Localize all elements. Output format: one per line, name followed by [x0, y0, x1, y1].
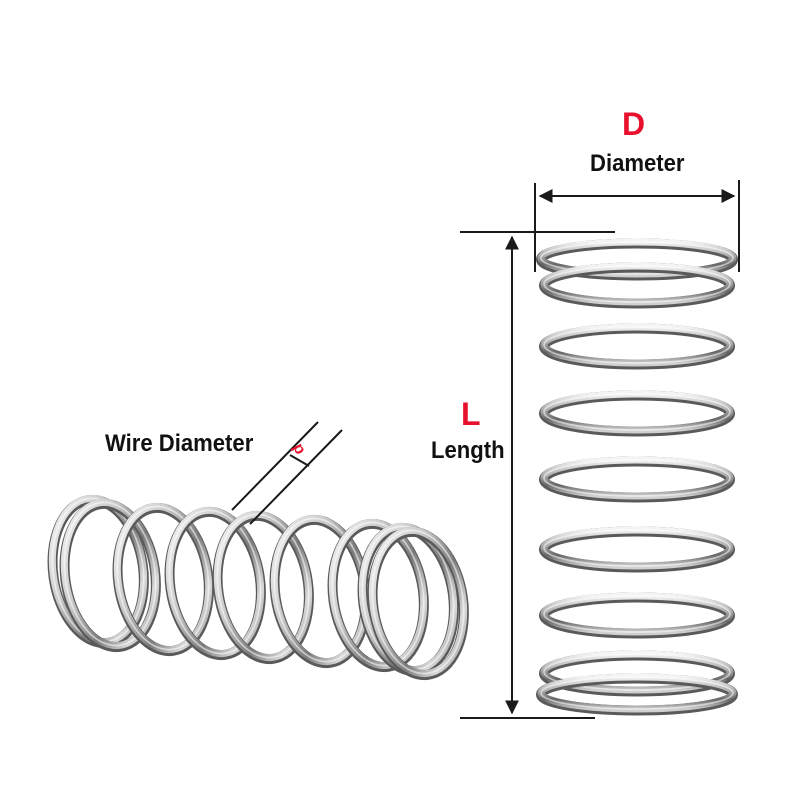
horizontal-spring [47, 494, 469, 681]
horizontal-coil-group-2 [59, 498, 161, 653]
vertical-coil-8-highlight [543, 653, 731, 691]
vertical-coil-9-highlight [540, 676, 734, 710]
diameter-dimension [534, 180, 740, 272]
horizontal-coil-3-highlight [116, 505, 210, 651]
wire-diameter-dimension [231, 421, 343, 525]
vertical-coil-3-highlight [543, 326, 731, 364]
vertical-coil-1-highlight [540, 241, 734, 275]
diameter-symbol: D [622, 106, 646, 142]
horizontal-coil-group-9 [367, 526, 469, 681]
length-dimension [460, 231, 615, 719]
horizontal-coil-5-highlight [216, 513, 310, 659]
vertical-coil-4-highlight [543, 393, 731, 431]
length-label: Length [431, 437, 505, 464]
vertical-coil-2-highlight [543, 265, 731, 303]
wire-extension-1 [231, 421, 319, 511]
horizontal-coil-2-highlight [63, 501, 157, 647]
diameter-label: Diameter [590, 150, 685, 177]
horizontal-coil-4-highlight [168, 509, 262, 655]
vertical-spring [536, 238, 738, 716]
wire-diameter-label: Wire Diameter [105, 430, 254, 457]
wire-extension-2 [249, 429, 343, 525]
horizontal-coil-group-3 [112, 502, 214, 657]
horizontal-coil-group-5 [212, 510, 314, 665]
horizontal-coil-8-highlight [361, 525, 455, 671]
vertical-coil-6-highlight [543, 529, 731, 567]
horizontal-coil-9-highlight [371, 529, 465, 675]
wire-dimension-tick [289, 454, 310, 467]
vertical-coil-7-highlight [543, 595, 731, 633]
length-symbol: L [461, 396, 481, 432]
horizontal-coil-group-4 [164, 506, 266, 661]
vertical-coil-5-highlight [543, 459, 731, 497]
